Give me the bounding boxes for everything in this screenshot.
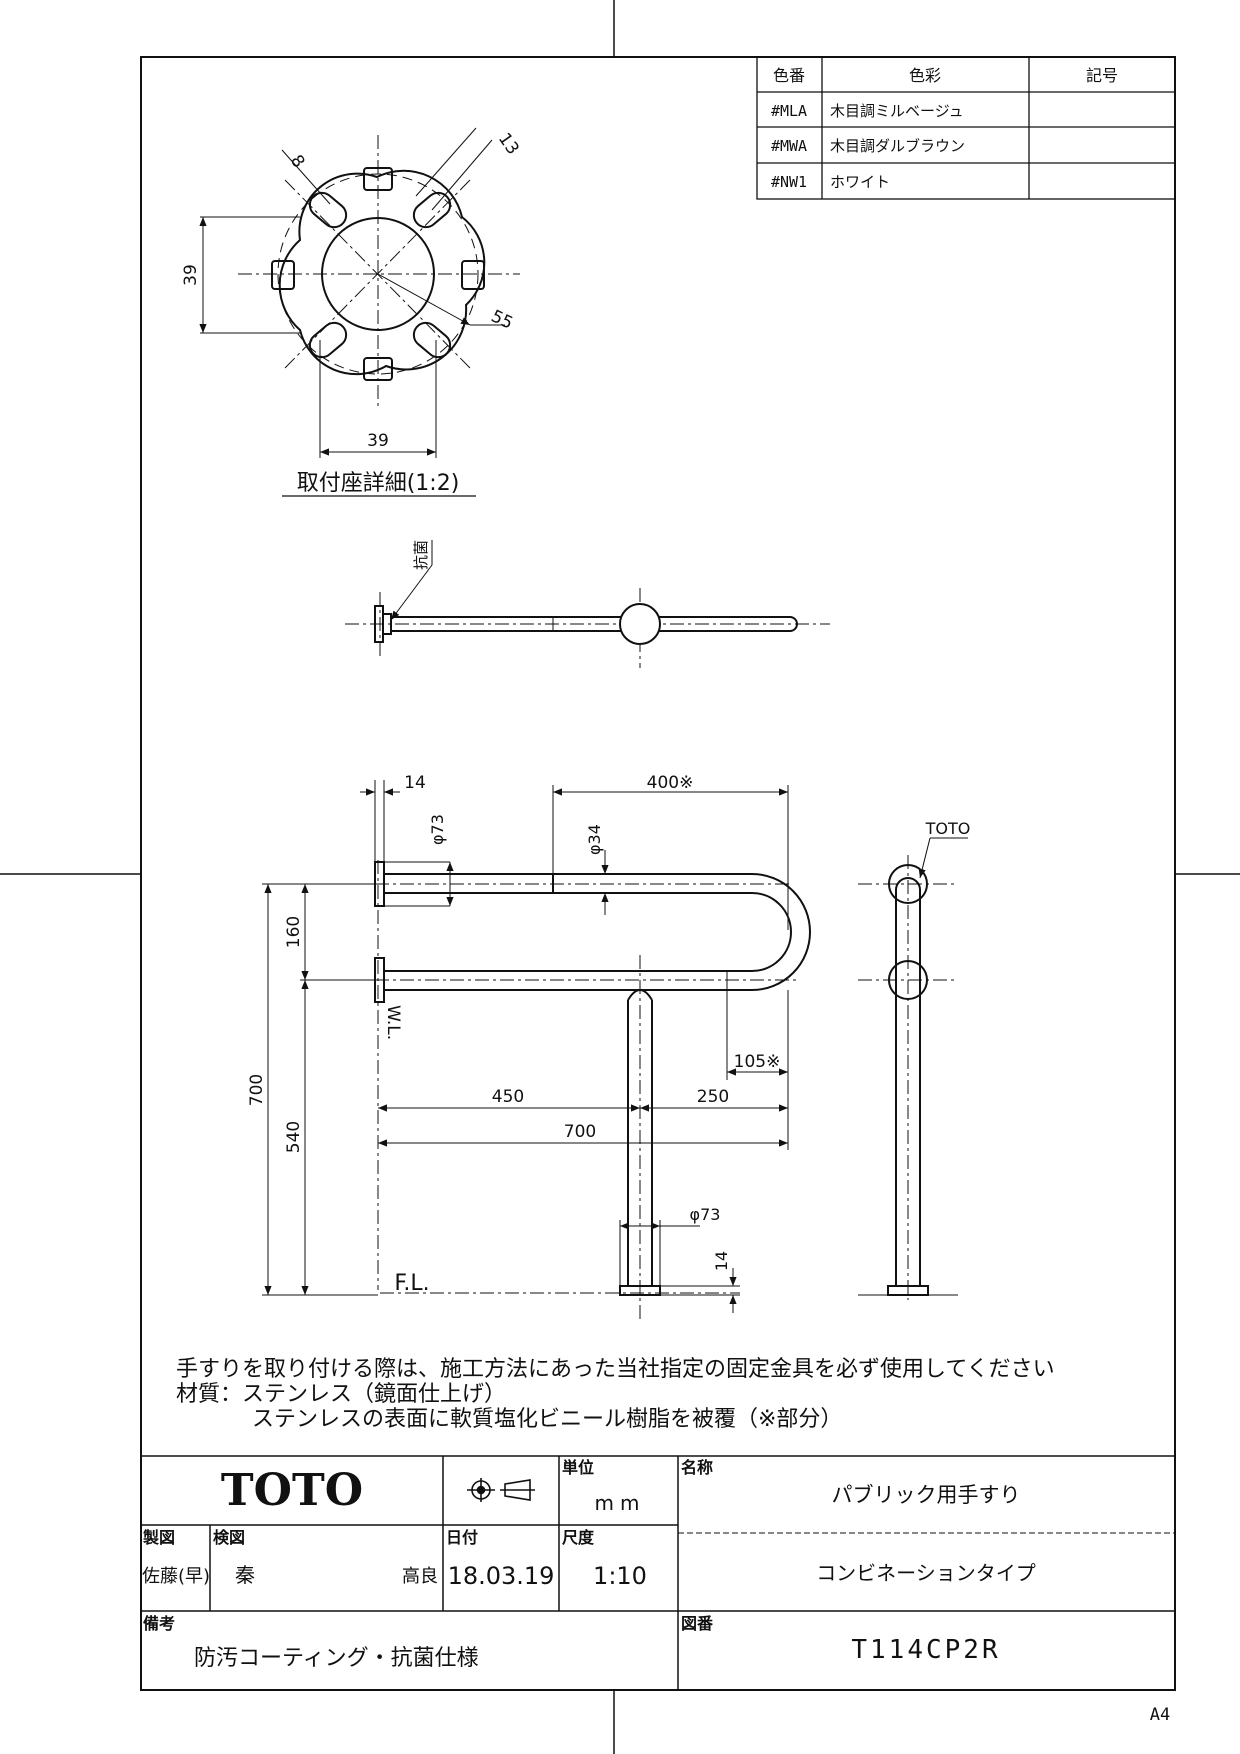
- note-line-3: ステンレスの表面に軟質塩化ビニール樹脂を被覆（※部分）: [252, 1407, 842, 1432]
- product-subname: コンビネーションタイプ: [816, 1561, 1036, 1585]
- checked-by: 秦: [235, 1563, 255, 1587]
- dim-105: 105※: [734, 1052, 781, 1072]
- detail-title: 取付座詳細(1:2): [297, 471, 460, 496]
- dim-39-horizontal: 39: [367, 431, 389, 451]
- base-slot-tr: [412, 191, 452, 229]
- floor-line-label: F.L.: [394, 1271, 429, 1296]
- unit-label: 単位: [562, 1458, 594, 1477]
- color-code-3: #NW1: [771, 173, 807, 191]
- dim-phi73-top: φ73: [428, 814, 447, 845]
- dim-8-slot: 8: [286, 151, 309, 171]
- side-toto-label: TOTO: [925, 819, 971, 838]
- note-line-1: 手すりを取り付ける際は、施工方法にあった当社指定の固定金具を必ず使用してください: [176, 1357, 1055, 1382]
- antibacterial-label: 抗菌: [412, 540, 430, 570]
- dim-160: 160: [284, 916, 304, 948]
- date-label: 日付: [446, 1528, 478, 1547]
- base-lug-left: [271, 260, 295, 290]
- projection-symbol-icon: [467, 1478, 535, 1502]
- dim-13-slot: 13: [494, 129, 523, 158]
- color-table-header-name: 色彩: [909, 66, 941, 85]
- side-handrail: [895, 877, 921, 1286]
- wall-line-label: W.L.: [383, 1005, 403, 1040]
- drawing-no-label: 図番: [681, 1614, 714, 1633]
- color-name-2: 木目調ダルブラウン: [830, 137, 965, 155]
- side-base-top: [888, 864, 928, 904]
- notes: 手すりを取り付ける際は、施工方法にあった当社指定の固定金具を必ず使用してください…: [176, 1357, 1055, 1432]
- drawn-by: 佐藤(早): [142, 1566, 210, 1587]
- scale-value: 1:10: [593, 1562, 647, 1590]
- front-view: 14 400※ φ73 φ34 160 W.L. 105※ 700 540 45…: [247, 773, 811, 1320]
- checked-label: 検図: [213, 1528, 245, 1547]
- color-table-header-mark: 記号: [1086, 66, 1118, 85]
- unit-value: mm: [595, 1491, 646, 1515]
- dim-14-leg-base: 14: [712, 1251, 731, 1271]
- base-lug-right: [461, 260, 485, 290]
- mounting-base-detail: 39 39 55 8 13 取付座詳細(1:2): [181, 127, 523, 497]
- dim-450: 450: [492, 1087, 524, 1107]
- color-name-3: ホワイト: [830, 173, 890, 191]
- dim-phi73-bottom: φ73: [690, 1205, 721, 1224]
- dim-55-radius: 55: [488, 306, 516, 333]
- base-slot-br: [412, 321, 452, 359]
- front-handrail-loop: [384, 873, 811, 991]
- remarks-label: 備考: [143, 1614, 175, 1633]
- dim-700-horizontal: 700: [564, 1122, 596, 1142]
- dim-540: 540: [284, 1121, 304, 1153]
- dim-14-base: 14: [404, 773, 426, 793]
- color-code-2: #MWA: [771, 137, 807, 155]
- checked-by-2: 高良: [402, 1566, 438, 1587]
- dim-39-vertical: 39: [181, 264, 201, 286]
- name-label: 名称: [681, 1458, 713, 1477]
- plan-view: 抗菌: [345, 540, 830, 668]
- dim-400: 400※: [647, 773, 694, 793]
- front-leg-base: [619, 1285, 661, 1296]
- drawing-number: T114CP2R: [851, 1635, 1000, 1665]
- title-block: TOTO 単位 mm 名称 パブリック用手すり コンビネーションタイプ 製図 佐…: [141, 1455, 1175, 1690]
- side-base-bottom: [888, 960, 928, 1000]
- base-slot-tl: [308, 191, 348, 229]
- color-code-1: #MLA: [771, 102, 807, 120]
- dim-700-vertical: 700: [247, 1074, 267, 1106]
- note-line-2: 材質：ステンレス（鏡面仕上げ）: [176, 1382, 506, 1407]
- drawn-label: 製図: [142, 1528, 175, 1547]
- color-table-header-code: 色番: [773, 66, 805, 85]
- color-name-1: 木目調ミルベージュ: [830, 102, 964, 120]
- remarks-value: 防汚コーティング・抗菌仕様: [194, 1646, 479, 1671]
- dim-250: 250: [697, 1087, 729, 1107]
- base-slot-bl: [308, 321, 348, 359]
- side-view: TOTO: [858, 819, 970, 1300]
- toto-logo: TOTO: [221, 1465, 363, 1516]
- product-name: パブリック用手すり: [832, 1483, 1021, 1507]
- color-table: 色番 色彩 記号 #MLA 木目調ミルベージュ #MWA 木目調ダルブラウン #…: [756, 56, 1176, 200]
- paper-size: A4: [1150, 1705, 1170, 1725]
- date-value: 18.03.19: [448, 1562, 555, 1590]
- scale-label: 尺度: [562, 1528, 595, 1547]
- dim-phi34: φ34: [585, 824, 604, 855]
- base-plate-outline: [278, 169, 486, 376]
